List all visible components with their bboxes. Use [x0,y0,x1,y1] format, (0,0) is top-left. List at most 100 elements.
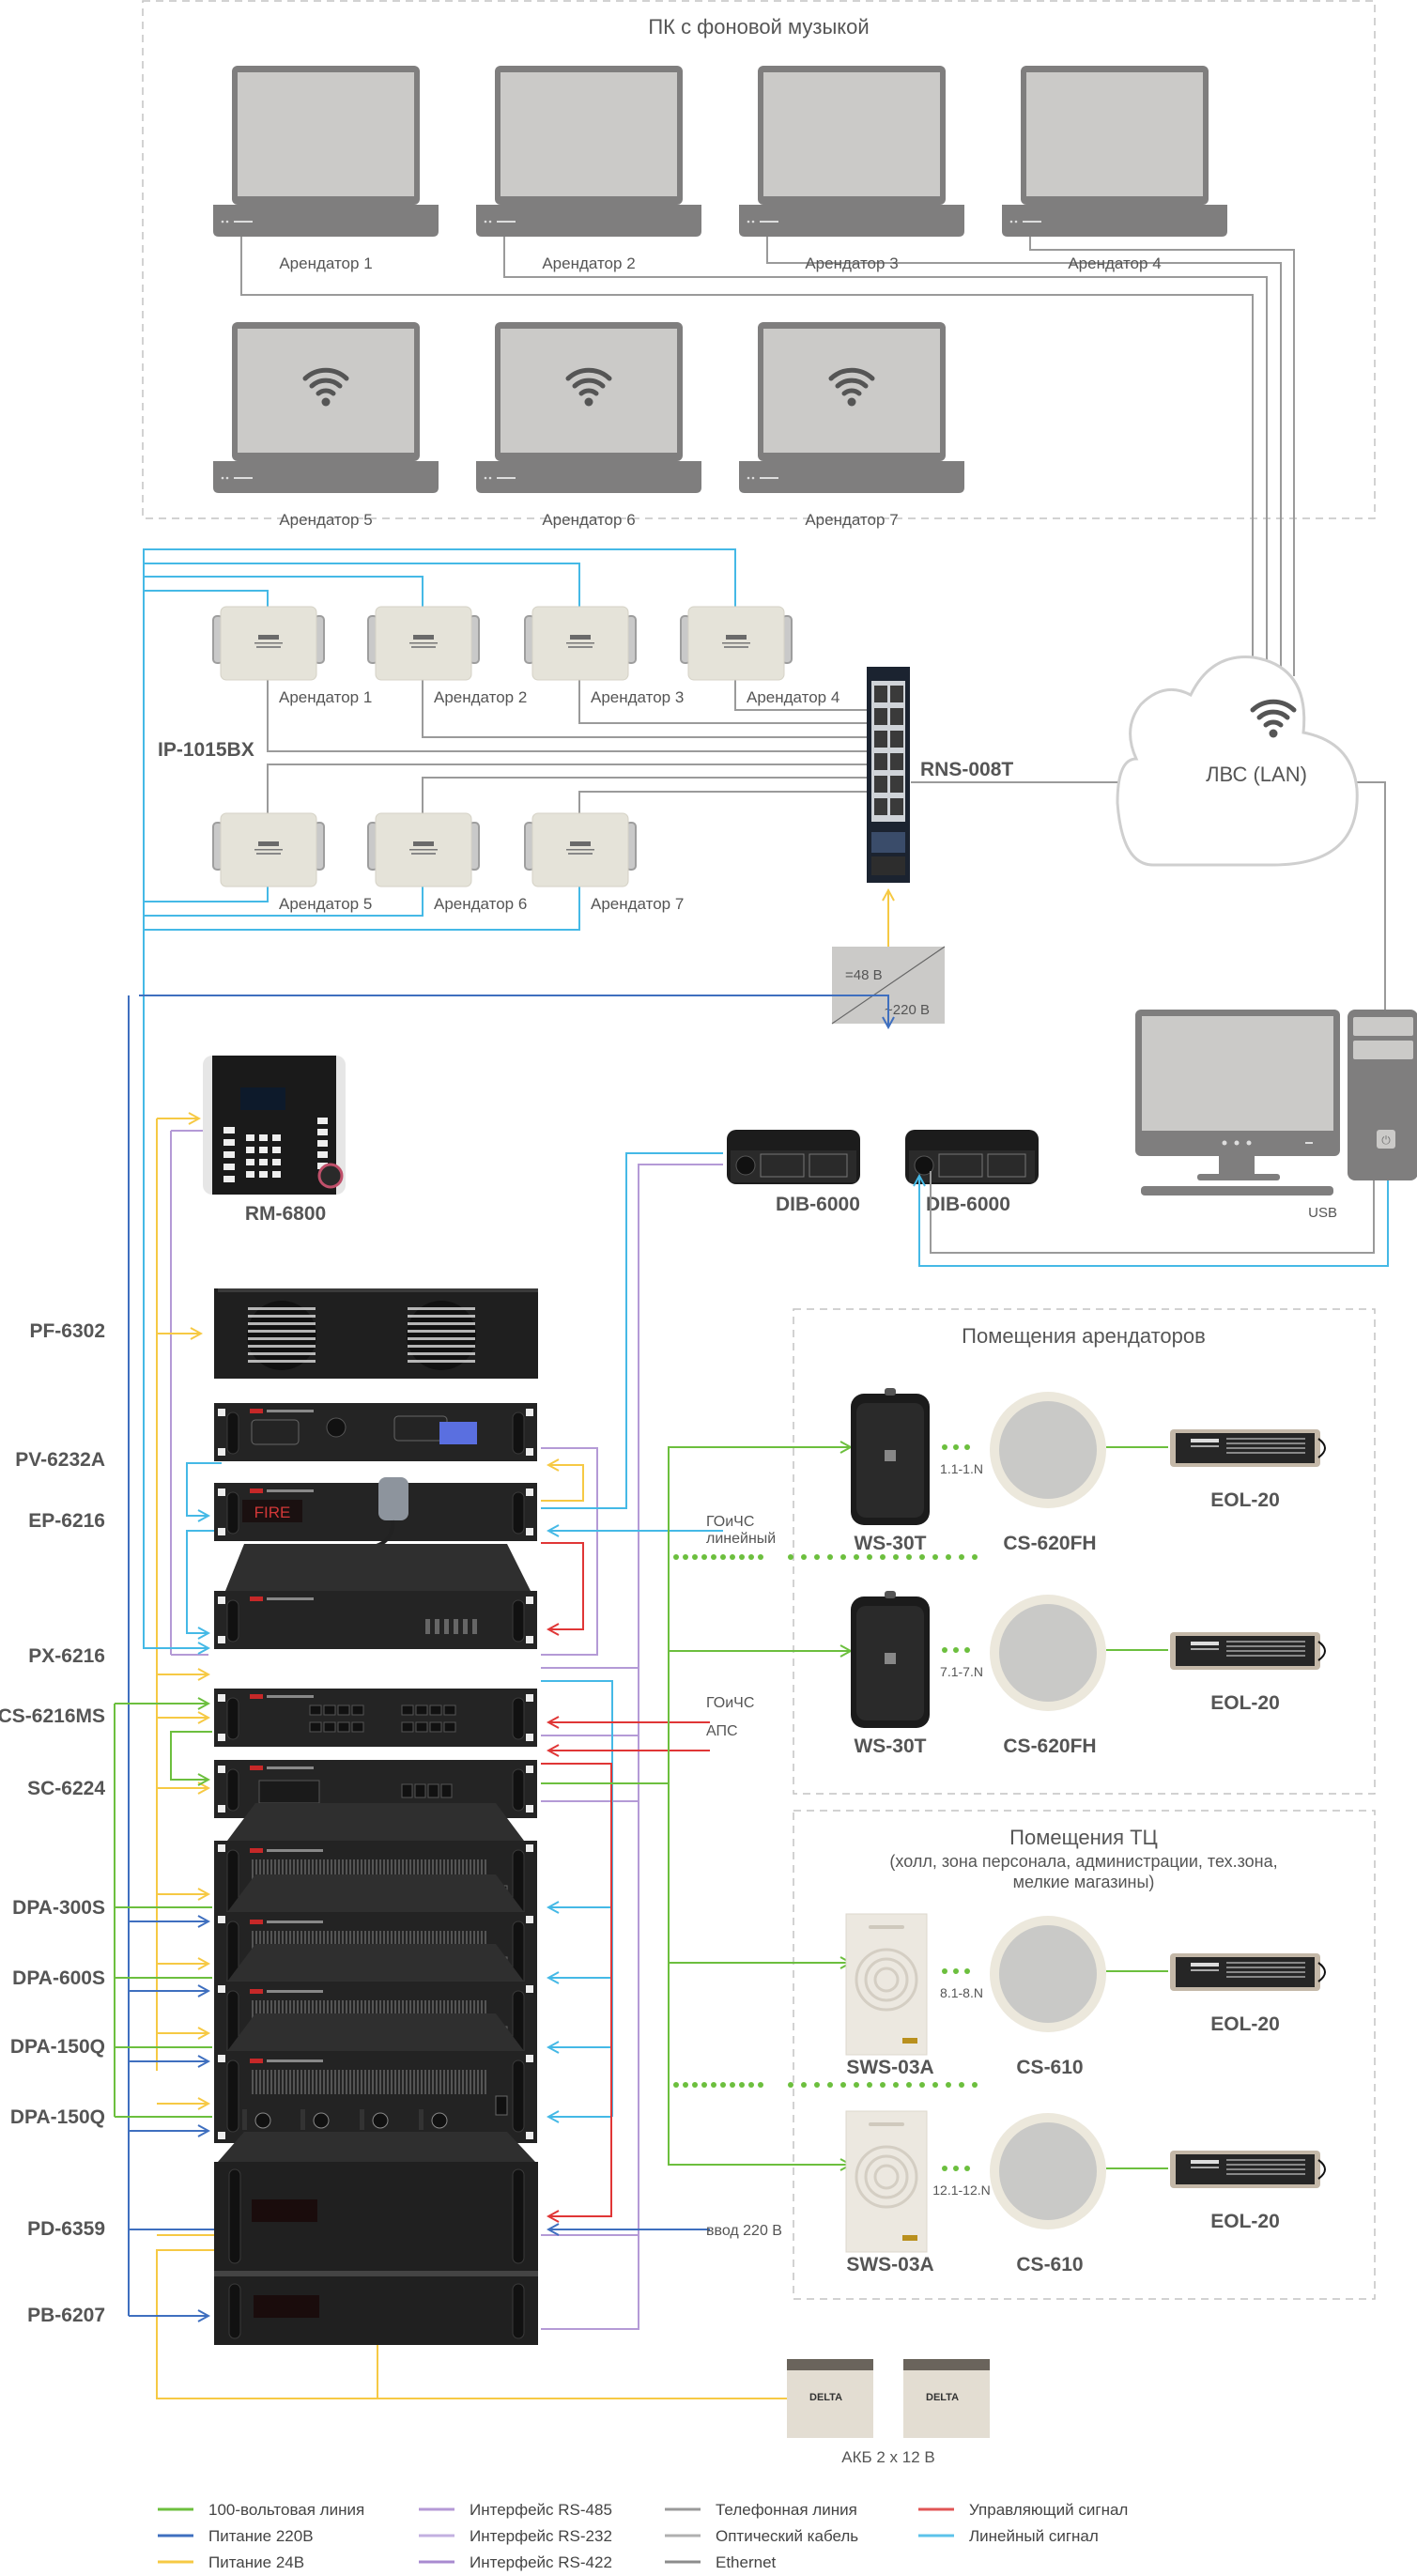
eol-module-icon [1169,2150,1326,2189]
tenant-rooms-title: Помещения арендаторов [962,1324,1206,1348]
wall-speaker-label: SWS-03A [846,2254,933,2275]
rm-model-label: RM-6800 [245,1203,326,1225]
usb-label: USB [1308,1205,1337,1221]
separator-dot [758,1554,763,1560]
rm-func-button [317,1118,328,1124]
continuation-dot [942,1647,947,1653]
goichs-line-label-1: ГОиЧС [706,1514,754,1530]
rack-device-label: PX-6216 [28,1645,105,1667]
mall-rooms-area [793,1810,1376,2300]
wall-speaker-icon [851,1388,930,1525]
rack-device-pd-6359: PD-6359 [27,2132,538,2273]
separator-dot [711,1554,716,1560]
switch-rns-008t [867,667,910,883]
audio-bridge-3: Арендатор 3 [524,606,684,706]
separator-dot [683,1554,688,1560]
separator-dot [739,2082,745,2088]
rm-key [259,1147,268,1153]
wall-speaker-label: SWS-03A [846,2057,933,2078]
desktop-pc: ⏻ [1135,1010,1417,1195]
psu-mains-line-main [139,995,888,1027]
rm-key [272,1147,281,1153]
separator-dot [880,1554,886,1560]
separator-dot [867,1554,872,1560]
ceiling-speaker-icon [999,1925,1097,2023]
separator-dot [701,2082,707,2088]
bridge-label: Арендатор 4 [747,688,839,706]
rack-device-label: DPA-300S [12,1897,105,1919]
bridge-label: Арендатор 2 [434,688,527,706]
bridge-icon [524,606,637,681]
separator-dot [673,2082,679,2088]
legend-label: Управляющий сигнал [969,2501,1128,2519]
separator-dot [840,1554,846,1560]
separator-dot [827,1554,833,1560]
speaker-range-label: 1.1-1.N [940,1461,983,1476]
rack-device-label: DPA-150Q [10,2106,105,2128]
separator-dot [919,2082,925,2088]
switch-port [890,798,903,815]
laptop-4: Арендатор 4 [1002,66,1227,272]
separator-dot [801,1554,807,1560]
mall-rooms-subtitle-2: мелкие магазины) [1013,1873,1155,1891]
laptop-6: Арендатор 6 [476,322,701,529]
switch-port [874,776,887,793]
separator-dot [946,2082,951,2088]
bridge-icon [367,812,480,887]
rack-device-ecs-6216ms: ECS-6216MS [0,1688,538,1748]
ceiling-speaker-icon [999,1401,1097,1499]
bridge-label: Арендатор 5 [279,895,372,913]
separator-dot [814,2082,820,2088]
bridge-label: Арендатор 7 [591,895,684,913]
legend-item: Интерфейс RS-422 [419,2553,612,2571]
mall-rooms-title: Помещения ТЦ [1009,1826,1158,1849]
rack-device-label: PB-6207 [27,2305,105,2326]
separator-dot [692,2082,698,2088]
legend-label: 100-вольтовая линия [208,2501,364,2519]
laptop-label: Арендатор 2 [542,255,635,272]
legend-item: Питание 24В [158,2553,304,2571]
legend-item: Ethernet [665,2553,777,2571]
laptop-icon [739,322,964,493]
rm-6800-device [203,1056,346,1195]
rm-key [272,1134,281,1141]
rm-key [246,1159,254,1165]
wall-speaker-icon [851,1591,930,1728]
rm-func-button [317,1129,328,1135]
rack-device-label: DPA-600S [12,1967,105,1989]
rm-zone-button [223,1139,235,1146]
ceiling-speaker-icon [999,1604,1097,1702]
separator-dot [893,1554,899,1560]
bridge-icon [212,606,325,681]
legend-label: Питание 24В [208,2553,304,2571]
audio-bridge-2: Арендатор 2 [367,606,527,706]
separator-dot [711,2082,716,2088]
rack-wiring [114,995,851,2399]
pc-line-out [919,1176,1389,1267]
laptop-icon [739,66,964,237]
separator-dot [919,1554,925,1560]
eol-label: EOL-20 [1210,1489,1280,1511]
rm-key [259,1134,268,1141]
continuation-dot [964,1647,970,1653]
separator-dot [972,1554,978,1560]
bridge-icon [524,812,637,887]
rack-device-label: ECS-6216MS [0,1705,105,1727]
legend-item: 100-вольтовая линия [158,2501,364,2519]
battery-brand-1: DELTA [809,2392,842,2403]
separator-dot [946,1554,951,1560]
laptop-2: Арендатор 2 [476,66,701,272]
laptop-label: Арендатор 1 [279,255,372,272]
separator-dot [720,1554,726,1560]
separator-dot [906,1554,912,1560]
wall-speaker-icon [844,1912,929,2057]
mains-in-label: ввод 220 В [706,2223,782,2239]
switch-port [874,731,887,748]
ceiling-speaker-label: CS-610 [1016,2057,1083,2078]
rm-zone-button [223,1151,235,1158]
zone-separators [673,1554,978,2088]
legend-label: Интерфейс RS-422 [470,2553,612,2571]
switch-port [890,686,903,702]
laptop-1: Арендатор 1 [213,66,439,272]
